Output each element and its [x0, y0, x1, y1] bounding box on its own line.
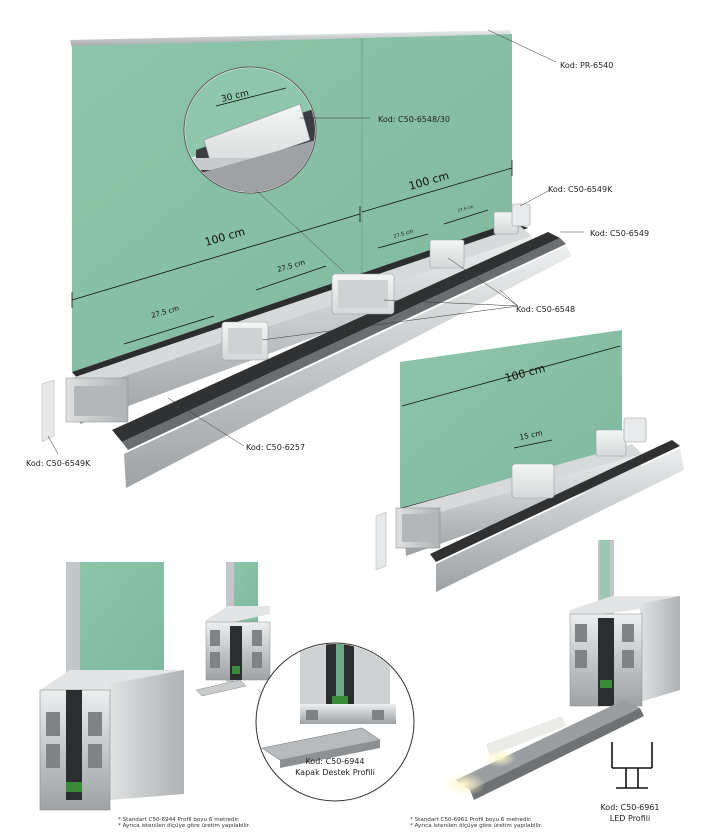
secondary-illustration: 100 cm 15 cm: [375, 330, 684, 592]
label-c50-6549: Kod: C50-6549: [590, 229, 649, 238]
end-cap-left: [41, 379, 55, 443]
label-led-profili: LED Profili: [610, 814, 650, 823]
clamps: [221, 203, 531, 361]
section-right: Kod: C50-6961 LED Profili: [442, 540, 680, 823]
section-middle: Kod: C50-6944 Kapak Destek Profili: [195, 562, 415, 802]
label-kapak-destek: Kapak Destek Profili: [295, 768, 375, 777]
led-base-profile: [124, 246, 572, 488]
label-c50-6961: Kod: C50-6961: [600, 803, 659, 812]
note-left-line2: * Ayrıca istenilen ölçüye göre üretim ya…: [118, 823, 251, 830]
section-left: [39, 562, 184, 811]
note-right-line1: * Standart C50-6961 Profil boyu 6 metred…: [410, 817, 532, 823]
note-left-line1: * Standart C50-6944 Profil boyu 6 metred…: [118, 817, 240, 823]
leader-lines: [47, 29, 584, 455]
zoom-detail: 30 cm: [183, 66, 345, 273]
label-c50-6548: Kod: C50-6548: [516, 305, 575, 314]
led-profile-icon: [611, 742, 653, 789]
glass-panel: [72, 34, 512, 372]
note-right-line2: * Ayrıca istenilen ölçüye göre üretim ya…: [410, 823, 543, 830]
label-c50-6944: Kod: C50-6944: [305, 757, 364, 766]
led-base-profile-2: [436, 448, 684, 592]
note-left: * Standart C50-6944 Profil boyu 6 metred…: [118, 817, 250, 830]
base-profile-2: [404, 454, 642, 556]
dimension-lines: [71, 160, 513, 345]
label-c50-6257: Kod: C50-6257: [246, 443, 305, 452]
cover-profile: [112, 232, 560, 442]
note-right: * Standart C50-6961 Profil boyu 6 metred…: [410, 817, 542, 830]
led-profile-long: [456, 700, 640, 790]
label-c50-6549k-top: Kod: C50-6549K: [548, 185, 613, 194]
label-c50-6548-30: Kod: C50-6548/30: [378, 115, 450, 124]
base-profile-front: [78, 236, 532, 424]
label-pr-6540: Kod: PR-6540: [560, 61, 613, 70]
glass-panel-2: [400, 330, 622, 508]
base-profile: [66, 226, 532, 392]
dim-27-5cm-d: 27.5 cm: [457, 204, 474, 213]
label-c50-6549k-left: Kod: C50-6549K: [26, 459, 91, 468]
section-glass: [70, 562, 164, 682]
main-illustration: 100 cm 100 cm 27.5 cm 27.5 cm 27.5 cm 27…: [26, 29, 649, 488]
dim-27-5cm-c: 27.5 cm: [393, 229, 414, 240]
cover-profile-face: [122, 238, 566, 450]
